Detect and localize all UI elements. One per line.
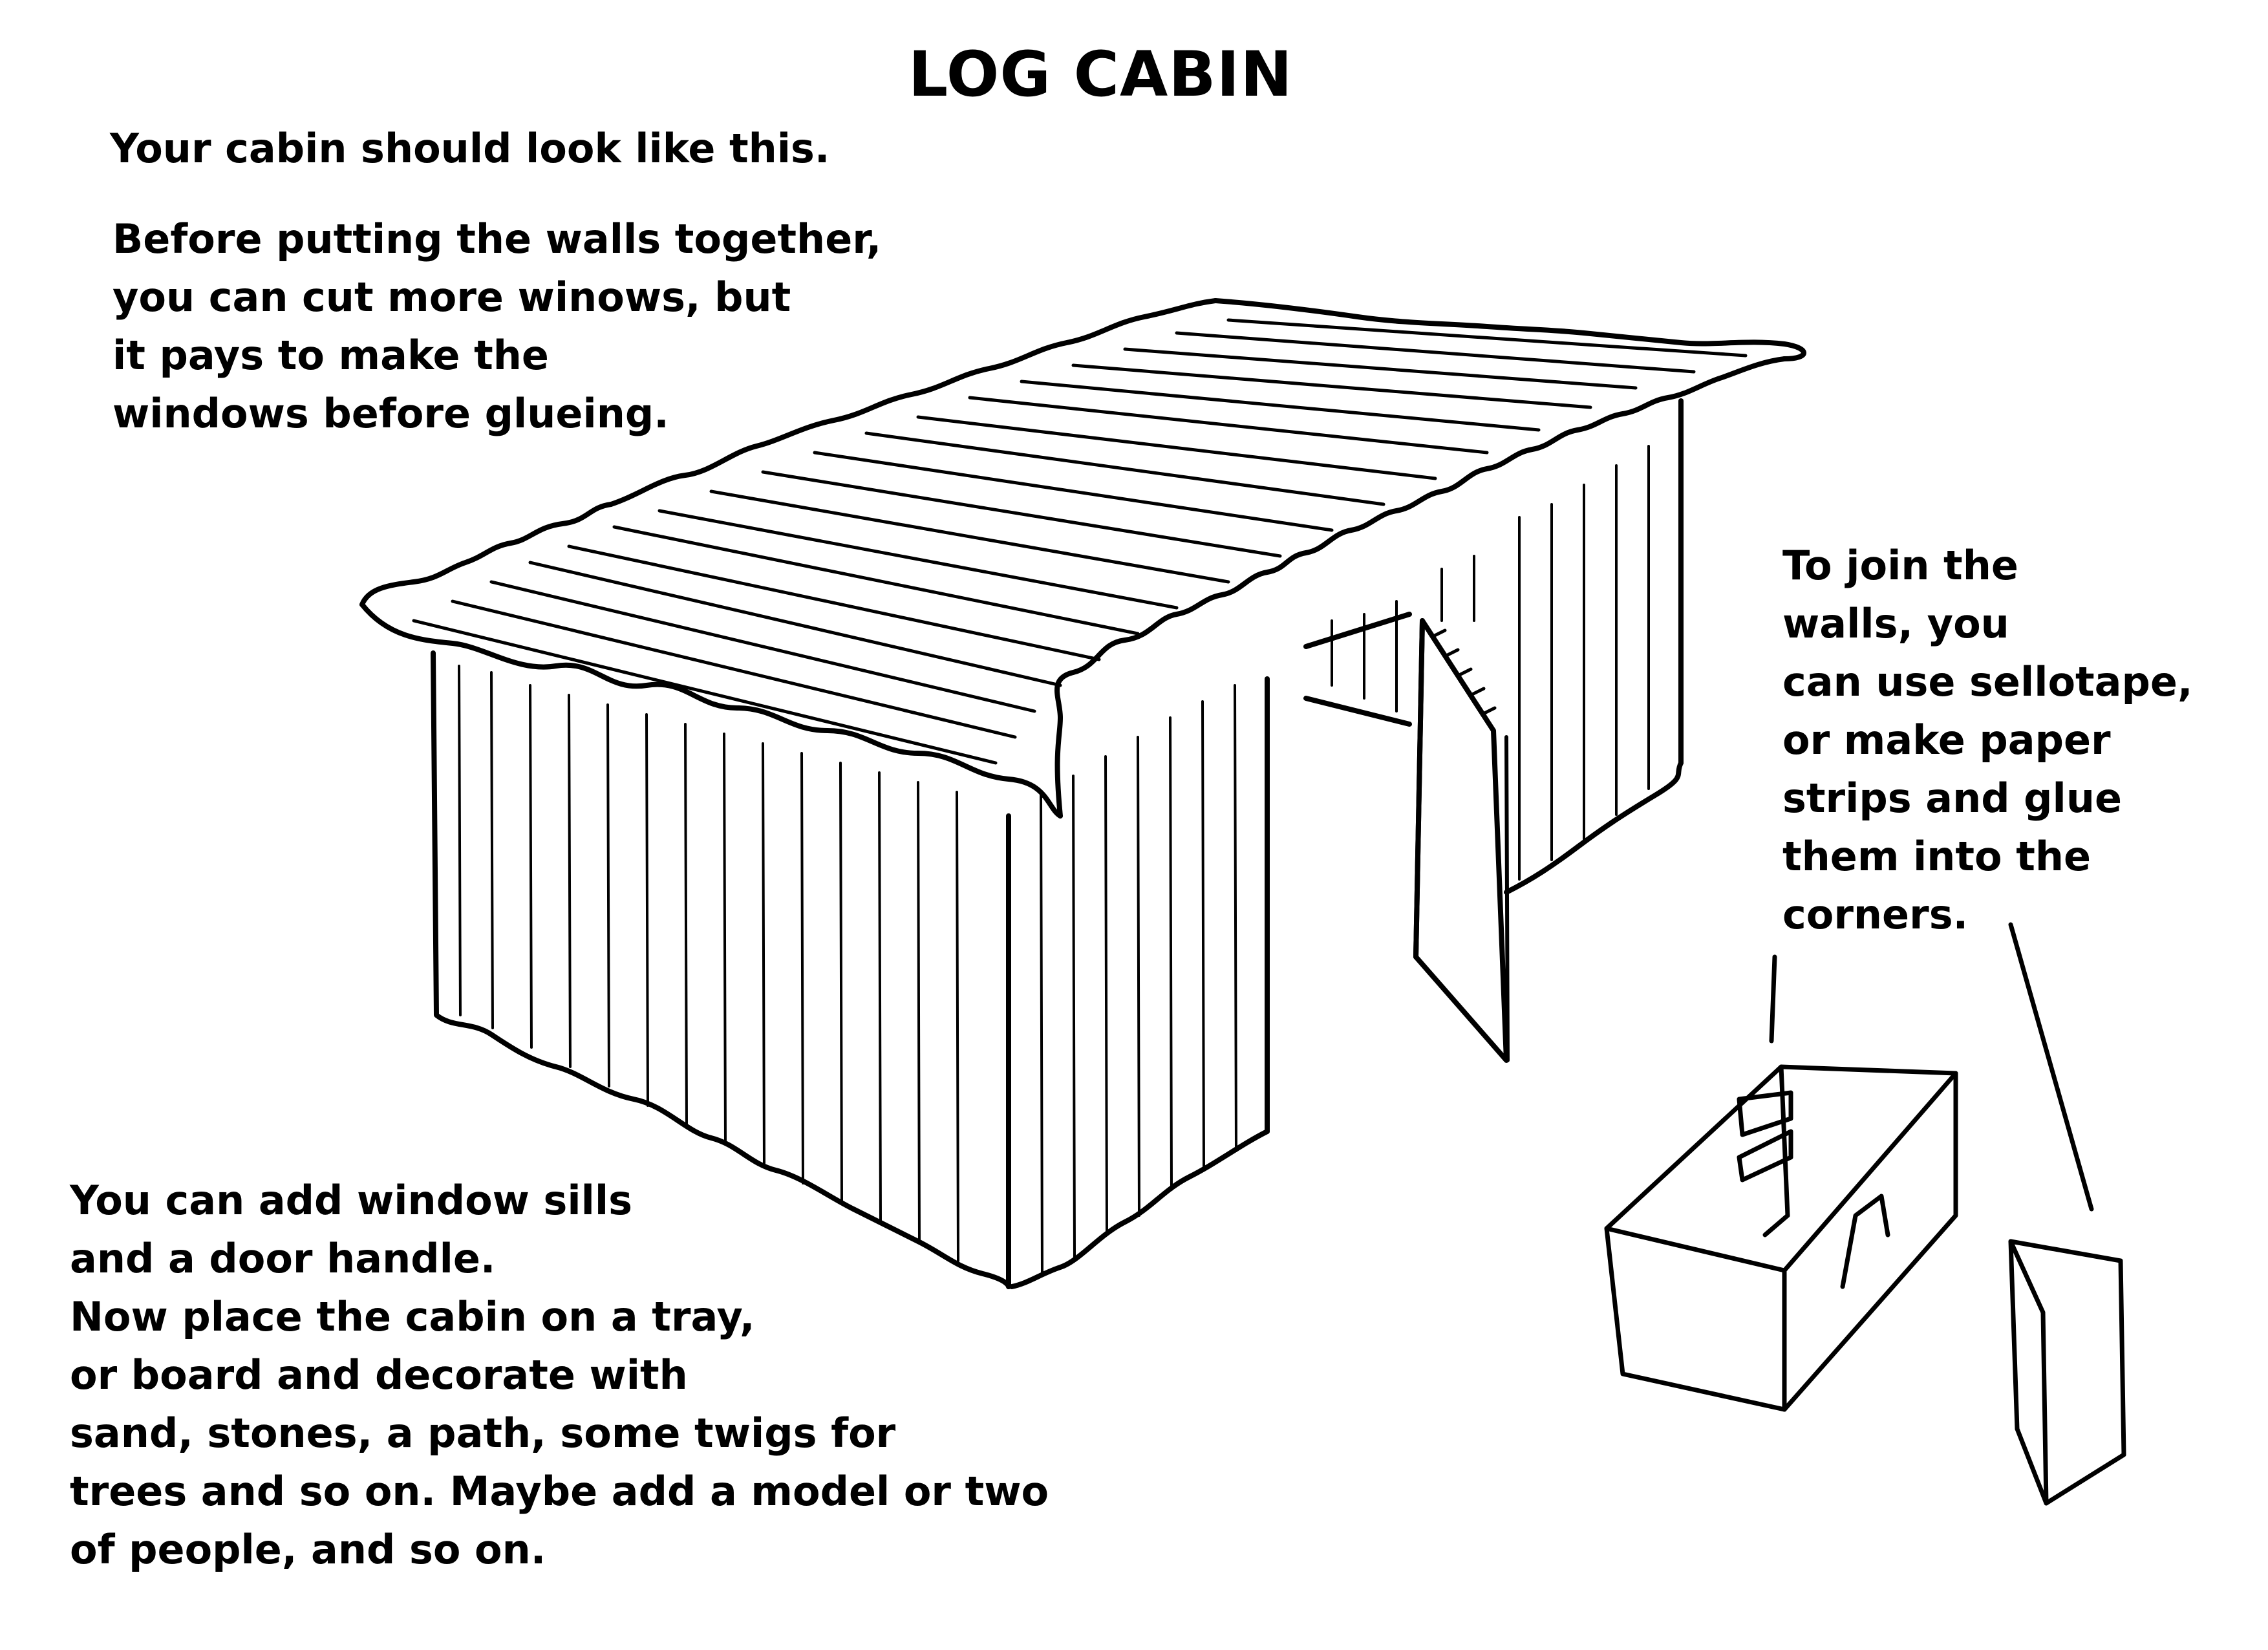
instruction-line: you can cut more winows, but bbox=[112, 273, 791, 321]
pointer-line bbox=[2008, 922, 2094, 1212]
instruction-line: them into the bbox=[1782, 833, 2091, 880]
roof-back-edge bbox=[608, 298, 1218, 507]
decorate-instructions: You can add window sills and a door hand… bbox=[70, 1172, 1049, 1579]
instruction-line: windows before glueing. bbox=[112, 390, 669, 437]
pointer-line bbox=[1769, 954, 1777, 1044]
instruction-line: strips and glue bbox=[1782, 775, 2123, 822]
back-wall-logs bbox=[1331, 445, 1650, 881]
instruction-line: and a door handle. bbox=[70, 1235, 496, 1282]
instruction-line: sand, stones, a path, some twigs for bbox=[70, 1409, 896, 1457]
instruction-line: You can add window sills bbox=[70, 1177, 633, 1224]
side-wall-logs bbox=[1040, 684, 1237, 1275]
roof-right-edge bbox=[1054, 356, 1787, 819]
wall-joining-diagram bbox=[1604, 922, 2126, 1506]
cabin-front-wall bbox=[431, 650, 1011, 1289]
cabin-back-wall bbox=[1303, 398, 1684, 895]
instruction-line: or board and decorate with bbox=[70, 1351, 688, 1398]
instruction-line: of people, and so on. bbox=[70, 1526, 546, 1573]
instruction-line: trees and so on. Maybe add a model or tw… bbox=[70, 1468, 1049, 1515]
roof-front-edge bbox=[359, 602, 1063, 819]
instruction-line: Before putting the walls together, bbox=[112, 215, 882, 262]
cabin-door bbox=[1413, 618, 1510, 1063]
cabin-roof bbox=[359, 298, 1806, 819]
instruction-line: walls, you bbox=[1782, 600, 2009, 647]
front-wall-logs bbox=[458, 665, 959, 1262]
intro-text: Your cabin should look like this. bbox=[110, 125, 830, 172]
join-walls-instructions: To join the walls, you can use sellotape… bbox=[1782, 537, 2193, 944]
page-title: LOG CABIN bbox=[908, 38, 1293, 111]
instruction-line: can use sellotape, bbox=[1782, 658, 2193, 705]
roof-back-top bbox=[1213, 298, 1806, 361]
instruction-line: corners. bbox=[1782, 891, 1969, 938]
before-walls-instructions: Before putting the walls together, you c… bbox=[112, 210, 881, 443]
instruction-line: or make paper bbox=[1782, 716, 2111, 764]
roof-left-edge bbox=[359, 502, 614, 607]
roof-planks bbox=[412, 318, 1748, 765]
door-hinges bbox=[1430, 628, 1497, 716]
instruction-line: Now place the cabin on a tray, bbox=[70, 1293, 755, 1340]
instruction-line: it pays to make the bbox=[112, 332, 549, 379]
cabin-side-wall bbox=[1009, 676, 1270, 1289]
instruction-line: To join the bbox=[1782, 542, 2018, 589]
